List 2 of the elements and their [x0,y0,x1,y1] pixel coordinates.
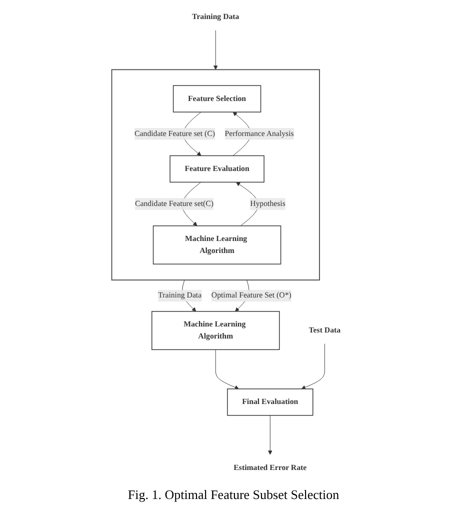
figure-caption: Fig. 1. Optimal Feature Subset Selection [128,486,340,504]
cluster [111,69,320,280]
